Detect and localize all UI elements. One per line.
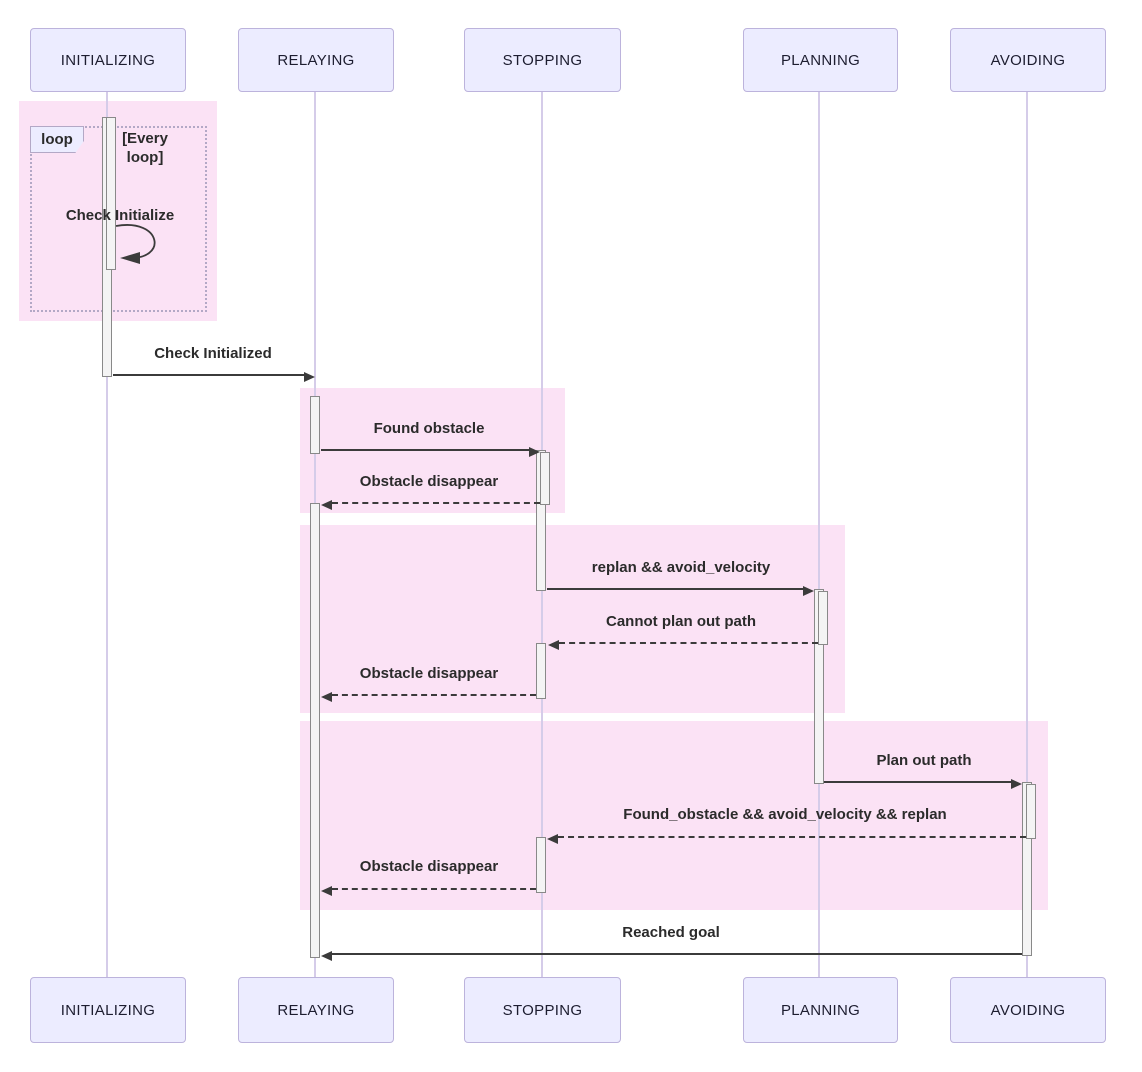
message-label-check-initialized: Check Initialized <box>154 345 272 362</box>
message-arrow-reached-goal <box>321 951 1022 961</box>
participant-label: AVOIDING <box>990 1001 1066 1019</box>
arrowhead <box>321 951 332 961</box>
message-arrow-found-avoid-replan <box>547 834 1026 844</box>
participant-label: INITIALIZING <box>60 1001 156 1019</box>
message-arrow-obstacle-disappear-2 <box>321 692 536 702</box>
arrowhead <box>1011 779 1022 789</box>
activation-relaying-2 <box>310 503 320 958</box>
arrowhead <box>529 447 540 457</box>
loop-label-text: loop <box>41 131 73 148</box>
activation-avoiding-nested <box>1026 784 1036 839</box>
arrowhead <box>548 640 559 650</box>
activation-stopping-nested <box>540 452 550 505</box>
arrowhead <box>321 500 332 510</box>
message-arrow-check-initialized <box>113 372 315 382</box>
activation-stopping-3 <box>536 837 546 893</box>
loop-label: loop <box>30 126 84 153</box>
participant-label: PLANNING <box>780 1001 861 1019</box>
arrowhead <box>120 252 140 264</box>
arrowhead <box>547 834 558 844</box>
participant-top-initializing: INITIALIZING <box>30 28 186 92</box>
participant-top-planning: PLANNING <box>743 28 898 92</box>
lifeline-planning <box>818 92 820 977</box>
participant-label: AVOIDING <box>990 51 1066 69</box>
activation-initializing-nested <box>106 117 116 270</box>
message-label-cannot-plan: Cannot plan out path <box>606 613 756 630</box>
highlight-rect-avoiding <box>300 721 1048 910</box>
participant-top-avoiding: AVOIDING <box>950 28 1106 92</box>
message-arrow-plan-out-path <box>824 779 1022 789</box>
message-arrow-found-obstacle <box>321 447 540 457</box>
loop-condition: [Every loop] <box>122 130 168 166</box>
activation-planning-nested <box>818 591 828 645</box>
message-arrow-cannot-plan <box>548 640 818 650</box>
message-label-obstacle-disappear-3: Obstacle disappear <box>359 858 499 875</box>
arrowhead <box>321 692 332 702</box>
participant-top-relaying: RELAYING <box>238 28 394 92</box>
activation-avoiding-outer <box>1022 782 1032 956</box>
lifeline-avoiding <box>1026 92 1028 977</box>
activation-stopping-2 <box>536 643 546 699</box>
message-arrow-obstacle-disappear-3 <box>321 886 536 896</box>
activation-planning-outer <box>814 589 824 784</box>
participant-label: STOPPING <box>502 1001 583 1019</box>
message-arrow-replan-avoid-velocity <box>547 586 814 596</box>
message-label-obstacle-disappear-2: Obstacle disappear <box>359 665 499 682</box>
self-message-arrow <box>115 224 156 264</box>
message-label-obstacle-disappear-1: Obstacle disappear <box>359 473 499 490</box>
arrowhead <box>803 586 814 596</box>
message-label-found-obstacle: Found obstacle <box>373 420 485 437</box>
participant-top-stopping: STOPPING <box>464 28 621 92</box>
activation-relaying-1 <box>310 396 320 454</box>
message-label-reached-goal: Reached goal <box>622 924 720 941</box>
arrowhead <box>304 372 315 382</box>
participant-bottom-stopping: STOPPING <box>464 977 621 1043</box>
arrowhead <box>321 886 332 896</box>
participant-label: PLANNING <box>780 51 861 69</box>
message-label-check-initialize: Check Initialize <box>65 207 175 224</box>
participant-label: STOPPING <box>502 51 583 69</box>
participant-label: RELAYING <box>277 1001 355 1019</box>
participant-bottom-planning: PLANNING <box>743 977 898 1043</box>
participant-bottom-initializing: INITIALIZING <box>30 977 186 1043</box>
message-label-found-avoid-replan: Found_obstacle && avoid_velocity && repl… <box>623 806 947 823</box>
highlight-rect-planning <box>300 525 845 713</box>
participant-label: INITIALIZING <box>60 51 156 69</box>
participant-bottom-relaying: RELAYING <box>238 977 394 1043</box>
loop-frame <box>30 126 207 312</box>
message-arrow-obstacle-disappear-1 <box>321 500 540 510</box>
message-label-replan-avoid-velocity: replan && avoid_velocity <box>591 559 771 576</box>
activation-stopping-outer <box>536 450 546 591</box>
participant-label: RELAYING <box>277 51 355 69</box>
participant-bottom-avoiding: AVOIDING <box>950 977 1106 1043</box>
message-label-plan-out-path: Plan out path <box>876 752 972 769</box>
lifeline-initializing <box>106 92 108 977</box>
